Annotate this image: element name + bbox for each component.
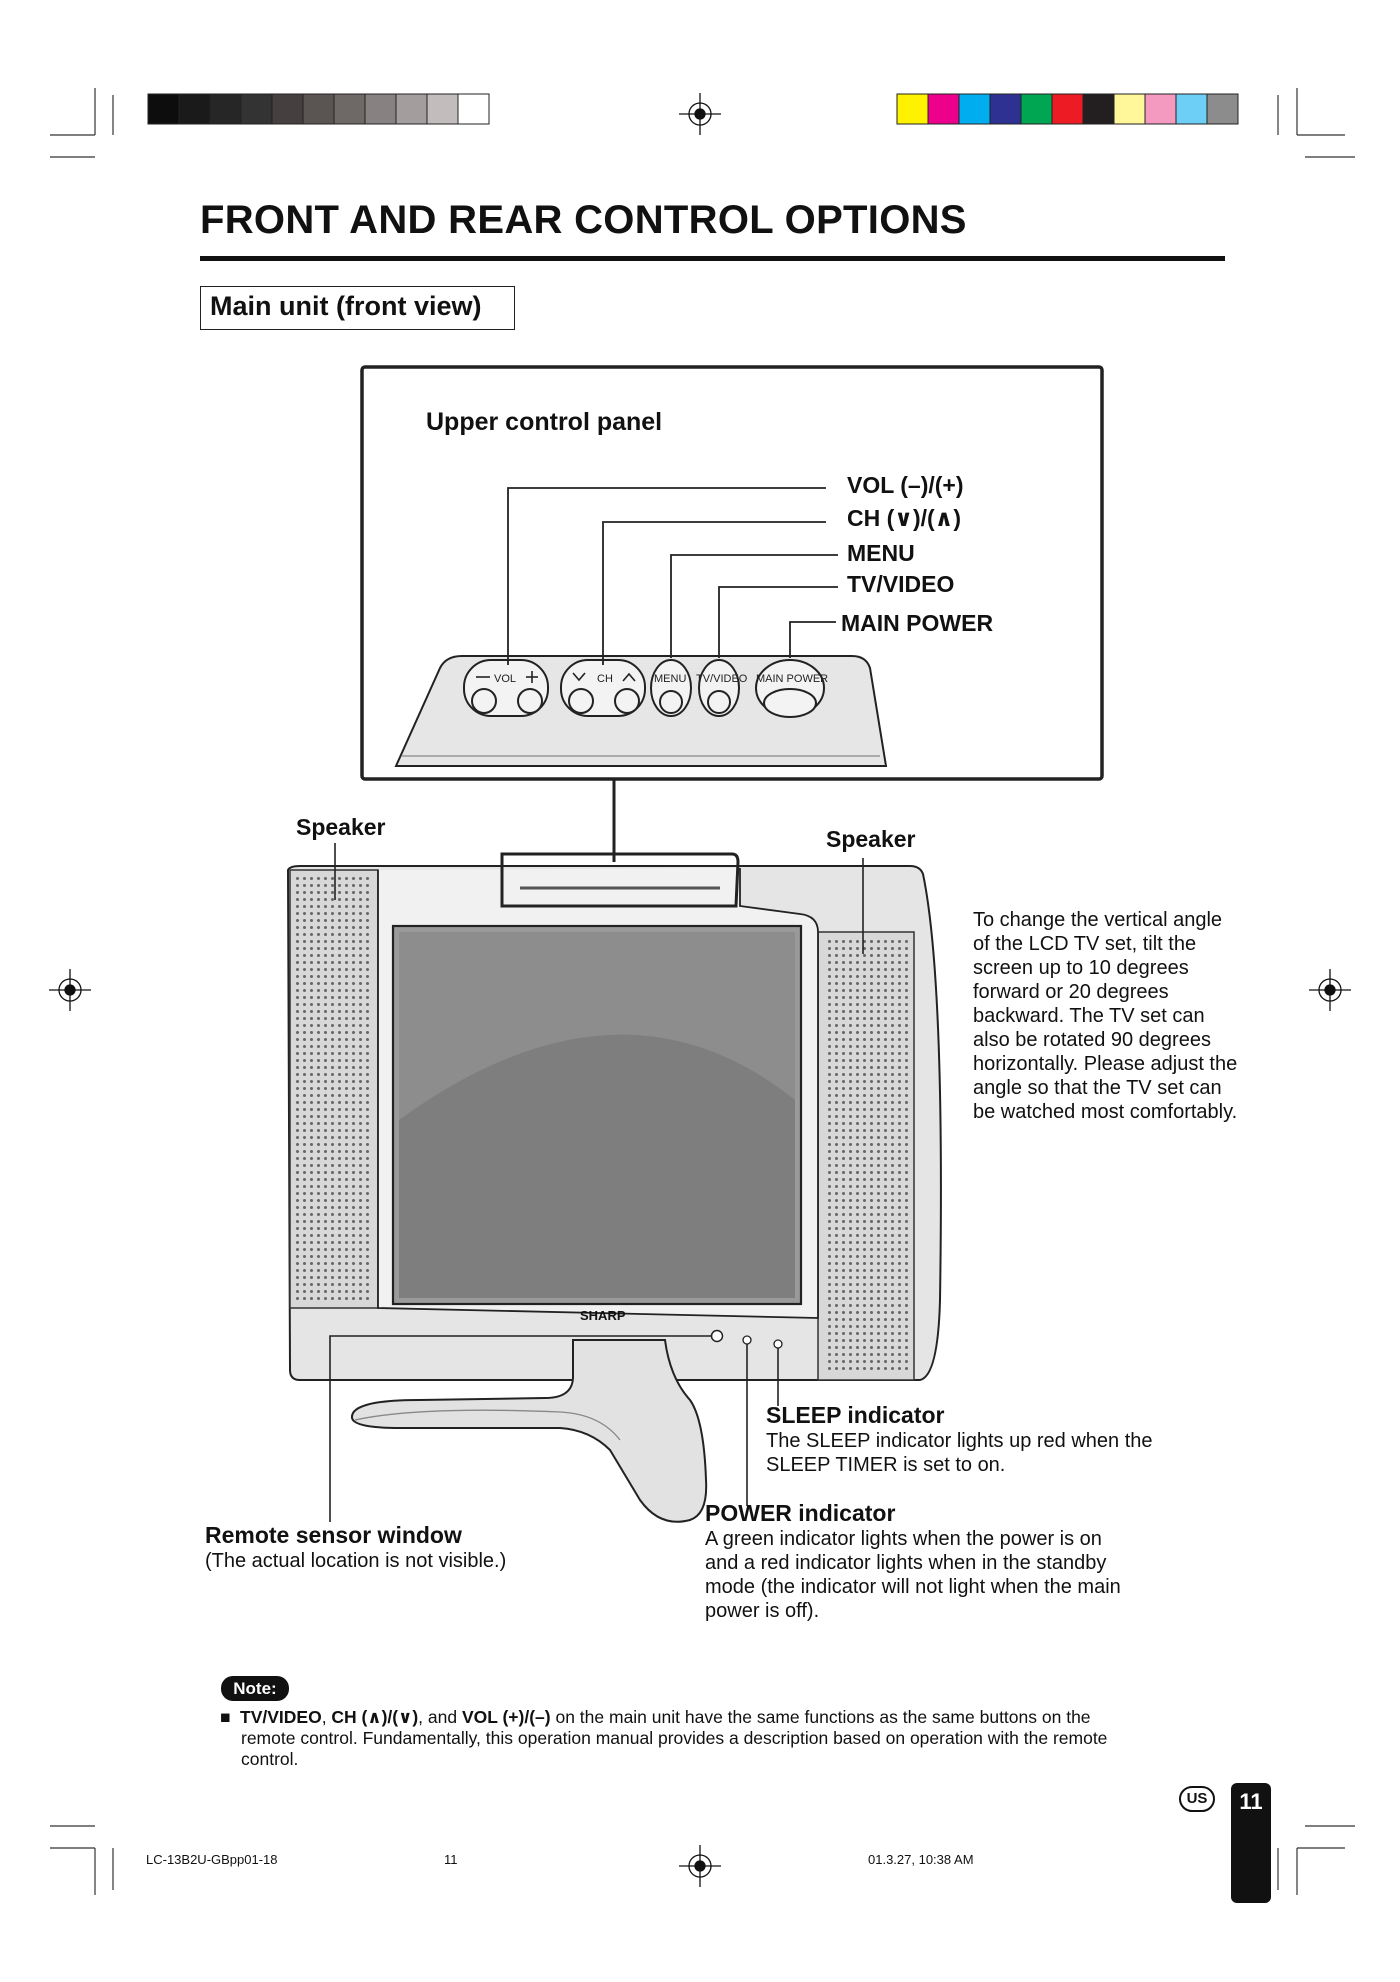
vol-button-label: VOL	[494, 673, 516, 685]
note-tv-video: TV/VIDEO	[240, 1707, 322, 1727]
color-bar-swatch	[1206, 93, 1239, 125]
color-bar-swatch	[896, 93, 929, 125]
gray-bar-swatch	[426, 93, 459, 125]
tilt-description: To change the vertical angle of the LCD …	[973, 909, 1238, 1123]
upper-control-panel-frame	[360, 365, 1104, 781]
note-bullet: ■	[220, 1707, 231, 1727]
remote-sensor-text: (The actual location is not visible.)	[205, 1550, 507, 1572]
gray-bar-swatch	[395, 93, 428, 125]
power-indicator-text: A green indicator lights when the power …	[705, 1528, 1121, 1622]
color-bar-swatch	[1113, 93, 1146, 125]
speaker-right-label: Speaker	[826, 826, 916, 852]
control-buttons-illustration	[463, 659, 825, 718]
color-bar-swatch	[1051, 93, 1084, 125]
speaker-left-label: Speaker	[296, 814, 386, 840]
crop-marks	[50, 88, 1355, 1895]
title-underline	[200, 256, 1225, 261]
panel-callout-lines	[507, 487, 838, 665]
tv-video-button-label: TV/VIDEO	[696, 673, 748, 685]
footer-file-name: LC-13B2U-GBpp01-18	[146, 1852, 278, 1867]
color-bar-swatch	[1082, 93, 1115, 125]
region-badge: US	[1179, 1786, 1215, 1812]
power-indicator-title: POWER indicator	[705, 1500, 896, 1526]
color-bar-swatch	[989, 93, 1022, 125]
page-number-tab: 11	[1231, 1783, 1271, 1903]
registration-mark-bottom	[679, 1845, 721, 1887]
note-sep-1: ,	[321, 1707, 332, 1727]
note-line-3: control.	[241, 1749, 299, 1769]
footer-date: 01.3.27, 10:38 AM	[868, 1852, 974, 1867]
vol-label: VOL (–)/(+)	[847, 472, 964, 498]
page-title: FRONT AND REAR CONTROL OPTIONS	[200, 198, 967, 242]
main-power-label: MAIN POWER	[841, 610, 994, 636]
registration-mark-left	[49, 969, 91, 1011]
upper-control-panel-title: Upper control panel	[426, 408, 663, 436]
gray-bar-swatch	[302, 93, 335, 125]
sleep-indicator-title: SLEEP indicator	[766, 1402, 945, 1428]
footer-page-ref: 11	[444, 1852, 458, 1867]
grayscale-calibration-bar	[147, 93, 490, 125]
tv-callout-lines	[329, 843, 864, 1522]
section-title: Main unit (front view)	[200, 286, 515, 330]
registration-mark-top	[679, 93, 721, 135]
registration-mark-right	[1309, 969, 1351, 1011]
tv-illustration: SHARP	[286, 852, 942, 1523]
gray-bar-swatch	[271, 93, 304, 125]
color-calibration-bar	[896, 93, 1239, 125]
gray-bar-swatch	[333, 93, 366, 125]
note-sep-3: on the main unit have the same functions…	[550, 1707, 1091, 1727]
tv-video-label: TV/VIDEO	[847, 571, 955, 597]
note-badge: Note:	[221, 1676, 289, 1701]
remote-sensor-title: Remote sensor window	[205, 1522, 462, 1548]
gray-bar-swatch	[240, 93, 273, 125]
gray-bar-swatch	[147, 93, 180, 125]
color-bar-swatch	[1175, 93, 1208, 125]
menu-label: MENU	[847, 540, 915, 566]
main-power-button-label: MAIN POWER	[756, 673, 828, 685]
note-text: ■ TV/VIDEO, CH (∧)/(∨), and VOL (+)/(–) o…	[220, 1707, 1210, 1770]
ch-label: CH (∨)/(∧)	[847, 505, 961, 531]
color-bar-swatch	[1020, 93, 1053, 125]
note-line-2: remote control. Fundamentally, this oper…	[241, 1728, 1108, 1748]
color-bar-swatch	[1144, 93, 1177, 125]
color-bar-swatch	[958, 93, 991, 125]
gray-bar-swatch	[178, 93, 211, 125]
ch-button-label: CH	[597, 673, 613, 685]
note-sep-2: , and	[418, 1707, 462, 1727]
gray-bar-swatch	[457, 93, 490, 125]
color-bar-swatch	[927, 93, 960, 125]
tv-brand-logo: SHARP	[580, 1308, 626, 1323]
gray-bar-swatch	[209, 93, 242, 125]
note-vol: VOL (+)/(–)	[461, 1707, 551, 1727]
sleep-indicator-text: The SLEEP indicator lights up red when t…	[766, 1430, 1153, 1476]
menu-button-label: MENU	[654, 673, 686, 685]
note-ch: CH (∧)/(∨)	[331, 1707, 419, 1727]
gray-bar-swatch	[364, 93, 397, 125]
